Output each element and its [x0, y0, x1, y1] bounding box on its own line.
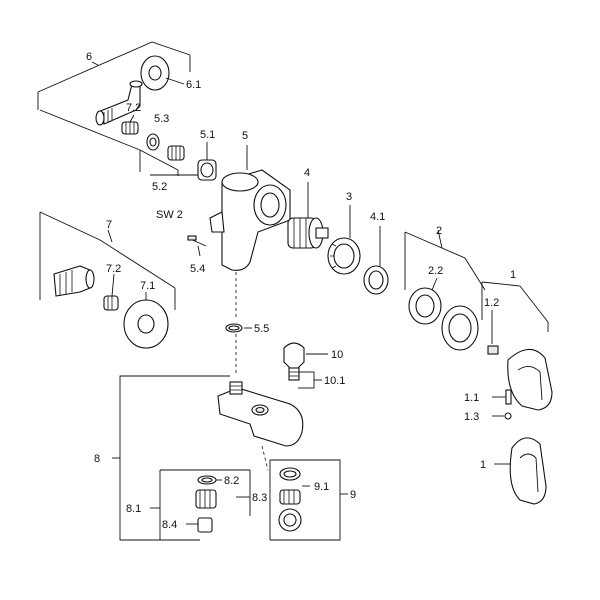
- label-1-2: 1.2: [484, 297, 499, 309]
- label-1-3: 1.3: [464, 411, 479, 423]
- label-5: 5: [242, 130, 248, 142]
- label-2: 2: [436, 225, 442, 237]
- lever-handle-part: [507, 348, 553, 411]
- cartridge-4-part: [287, 182, 329, 249]
- label-1-top: 1: [510, 269, 516, 281]
- plug-1-2-part: [487, 310, 499, 355]
- nipple-7-2-left-part: [103, 273, 119, 311]
- label-1-bottom: 1: [480, 459, 486, 471]
- label-5-2: 5.2: [152, 181, 167, 193]
- label-10: 10: [331, 349, 343, 361]
- label-5-3: 5.3: [154, 113, 169, 125]
- label-7-1: 7.1: [140, 280, 155, 292]
- label-9-1: 9.1: [314, 481, 329, 493]
- ring-9-part: [279, 467, 301, 481]
- aerator-9-1-part: [279, 489, 301, 505]
- group-6-bracket: [37, 41, 191, 110]
- screw-1-1-part: [492, 389, 512, 405]
- label-4: 4: [304, 167, 310, 179]
- label-5-1: 5.1: [200, 129, 215, 141]
- mixer-body-5-part: [209, 145, 291, 271]
- label-7-2-top: 7.2: [126, 102, 141, 114]
- seal-5-3-part: [146, 133, 160, 151]
- label-7: 7: [106, 219, 112, 231]
- label-6-1: 6.1: [186, 79, 201, 91]
- label-9: 9: [350, 489, 356, 501]
- group-2-bracket: [404, 229, 486, 291]
- aerator-housing-9-part: [278, 508, 302, 532]
- rosette-7-1-part: [123, 292, 169, 349]
- ring-2-2-part: [408, 277, 442, 325]
- nipple-7-2-part: [121, 114, 139, 135]
- lever-handle-alt-part: [494, 437, 547, 505]
- nut-part-left: [167, 145, 185, 161]
- ring-3-part: [327, 205, 361, 275]
- label-2-2: 2.2: [428, 265, 443, 277]
- group-7-bracket: [39, 211, 176, 310]
- group-1-bracket: [481, 281, 549, 332]
- label-sw2: SW 2: [156, 209, 183, 221]
- label-8-4: 8.4: [162, 519, 177, 531]
- ring-4-1-part: [363, 226, 389, 295]
- wall-elbow-part: [95, 80, 143, 126]
- cap-2-part: [441, 305, 479, 351]
- label-8-1: 8.1: [126, 503, 141, 515]
- rosette-6-1-part: [140, 55, 185, 91]
- group-8-bracket: [112, 375, 230, 541]
- aerator-part: [195, 489, 217, 509]
- insert-8-4-part: [186, 517, 213, 533]
- nut-5-1-part: [197, 142, 217, 181]
- oring-5-5-part: [225, 323, 252, 376]
- nipple-7-part: [53, 265, 95, 297]
- label-5-4: 5.4: [190, 263, 205, 275]
- diverter-10-part: [283, 342, 328, 381]
- label-7-2-left: 7.2: [106, 263, 121, 275]
- screw-1-3-part: [492, 412, 512, 420]
- ring-8-2-part: [197, 475, 222, 485]
- label-4-1: 4.1: [370, 211, 385, 223]
- group-8-1-bracket: [150, 469, 251, 540]
- bracket-10-1: [298, 371, 322, 389]
- callout-labels: 6 6.1 7.2 5.3 5.2 5.1 5 4 3 4.1 2 2.2 1 …: [86, 51, 516, 531]
- label-3: 3: [346, 191, 352, 203]
- label-8-2: 8.2: [224, 475, 239, 487]
- label-6: 6: [86, 51, 92, 63]
- bracket-5-2: [39, 109, 201, 178]
- label-10-1: 10.1: [324, 375, 345, 387]
- label-5-5: 5.5: [254, 323, 269, 335]
- screw-sw2-part: [187, 235, 207, 257]
- label-8-3: 8.3: [252, 492, 267, 504]
- group-9-bracket: [269, 459, 348, 541]
- spout-8-part: [217, 381, 304, 471]
- label-1-1: 1.1: [464, 392, 479, 404]
- label-8: 8: [94, 453, 100, 465]
